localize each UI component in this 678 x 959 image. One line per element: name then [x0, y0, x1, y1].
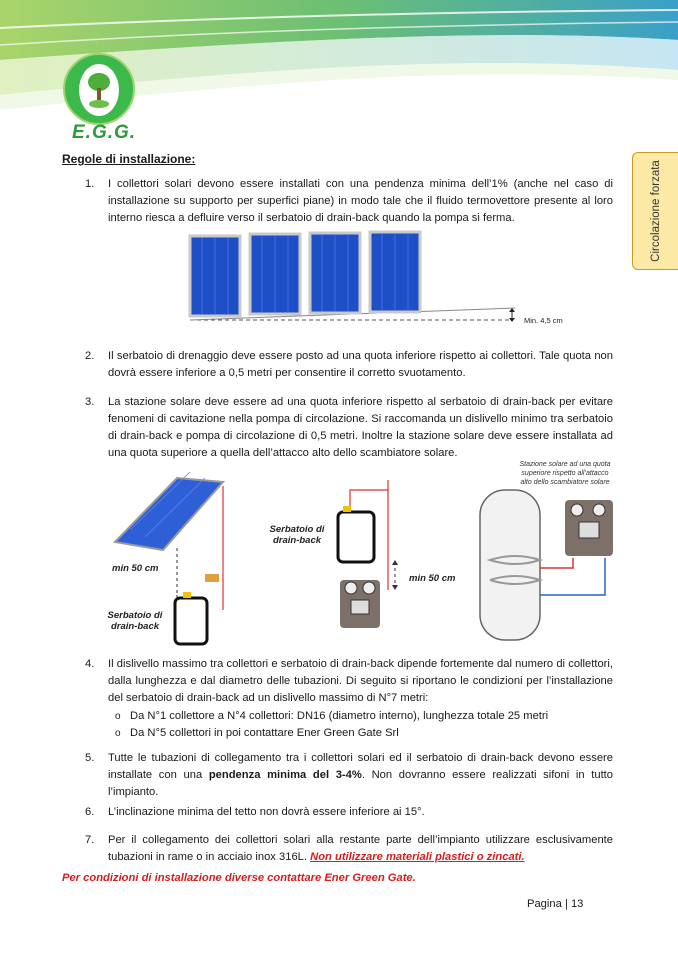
list-item: 1. I collettori solari devono essere ins… — [85, 176, 613, 227]
emphasis-slope: pendenza minima del 3-4% — [208, 769, 362, 781]
sub-item-text: Da N°1 collettore a N°4 collettori: DN16… — [130, 710, 549, 722]
solar-pump-station-right — [565, 500, 613, 556]
mid-min-label: min 50 cm — [409, 573, 456, 584]
page-number: Pagina | 13 — [527, 898, 584, 910]
sub-item-text: Da N°5 collettori in poi contattare Ener… — [130, 727, 399, 739]
item-text: Tutte le tubazioni di collegamento tra i… — [108, 752, 614, 798]
item-number: 4. — [85, 658, 95, 670]
min-height-label: Min. 4,5 cm — [524, 316, 563, 325]
brand-name: E.G.G. — [72, 122, 137, 143]
boiler-tank — [479, 489, 544, 641]
warning-text: Non utilizzare materiali plastici o zinc… — [310, 851, 525, 863]
item-number: 2. — [85, 350, 95, 362]
station-note: Stazione solare ad una quota superiore r… — [519, 461, 611, 486]
collectors-slope-diagram — [188, 230, 516, 322]
bullet: o — [115, 711, 121, 722]
left-tank-label: Serbatoio di drain-back — [107, 610, 163, 632]
drain-back-installation-diagram — [112, 471, 613, 646]
item-text: Il serbatoio di drenaggio deve essere po… — [108, 350, 613, 379]
left-min-label: min 50 cm — [112, 563, 159, 574]
item-text: I collettori solari devono essere instal… — [108, 178, 613, 224]
list-item: 3. La stazione solare deve essere ad una… — [85, 394, 613, 462]
item-number: 1. — [85, 178, 95, 190]
side-tab: Circolazione forzata — [632, 152, 678, 270]
tilted-solar-collector — [112, 471, 226, 552]
list-item: 4. Il dislivello massimo tra collettori … — [85, 656, 613, 707]
sub-item: o Da N°5 collettori in poi contattare En… — [115, 725, 399, 742]
list-item: 6. L’inclinazione minima del tetto non d… — [85, 804, 613, 821]
sub-item: o Da N°1 collettore a N°4 collettori: DN… — [115, 708, 549, 725]
item-text: Per il collegamento dei collettori solar… — [108, 834, 613, 863]
item-text: L’inclinazione minima del tetto non dovr… — [108, 806, 425, 818]
solar-pump-station — [340, 580, 380, 628]
item-text: La stazione solare deve essere ad una qu… — [108, 396, 613, 459]
list-item: 5. Tutte le tubazioni di collegamento tr… — [85, 750, 613, 801]
item-number: 3. — [85, 396, 95, 408]
header-wave-decoration — [0, 0, 678, 110]
item-number: 5. — [85, 752, 95, 764]
item-text: Il dislivello massimo tra collettori e s… — [108, 658, 613, 704]
solar-panel-row — [188, 230, 422, 318]
footer-note: Per condizioni di installazione diverse … — [62, 872, 416, 884]
list-item: 2. Il serbatoio di drenaggio deve essere… — [85, 348, 613, 382]
item-number: 7. — [85, 834, 95, 846]
list-item: 7. Per il collegamento dei collettori so… — [85, 832, 613, 866]
egg-logo — [63, 53, 135, 125]
bullet: o — [115, 728, 121, 739]
mid-tank-label: Serbatoio di drain-back — [269, 524, 325, 546]
item-number: 6. — [85, 806, 95, 818]
side-tab-label: Circolazione forzata — [649, 160, 662, 262]
section-title: Regole di installazione: — [62, 152, 196, 166]
